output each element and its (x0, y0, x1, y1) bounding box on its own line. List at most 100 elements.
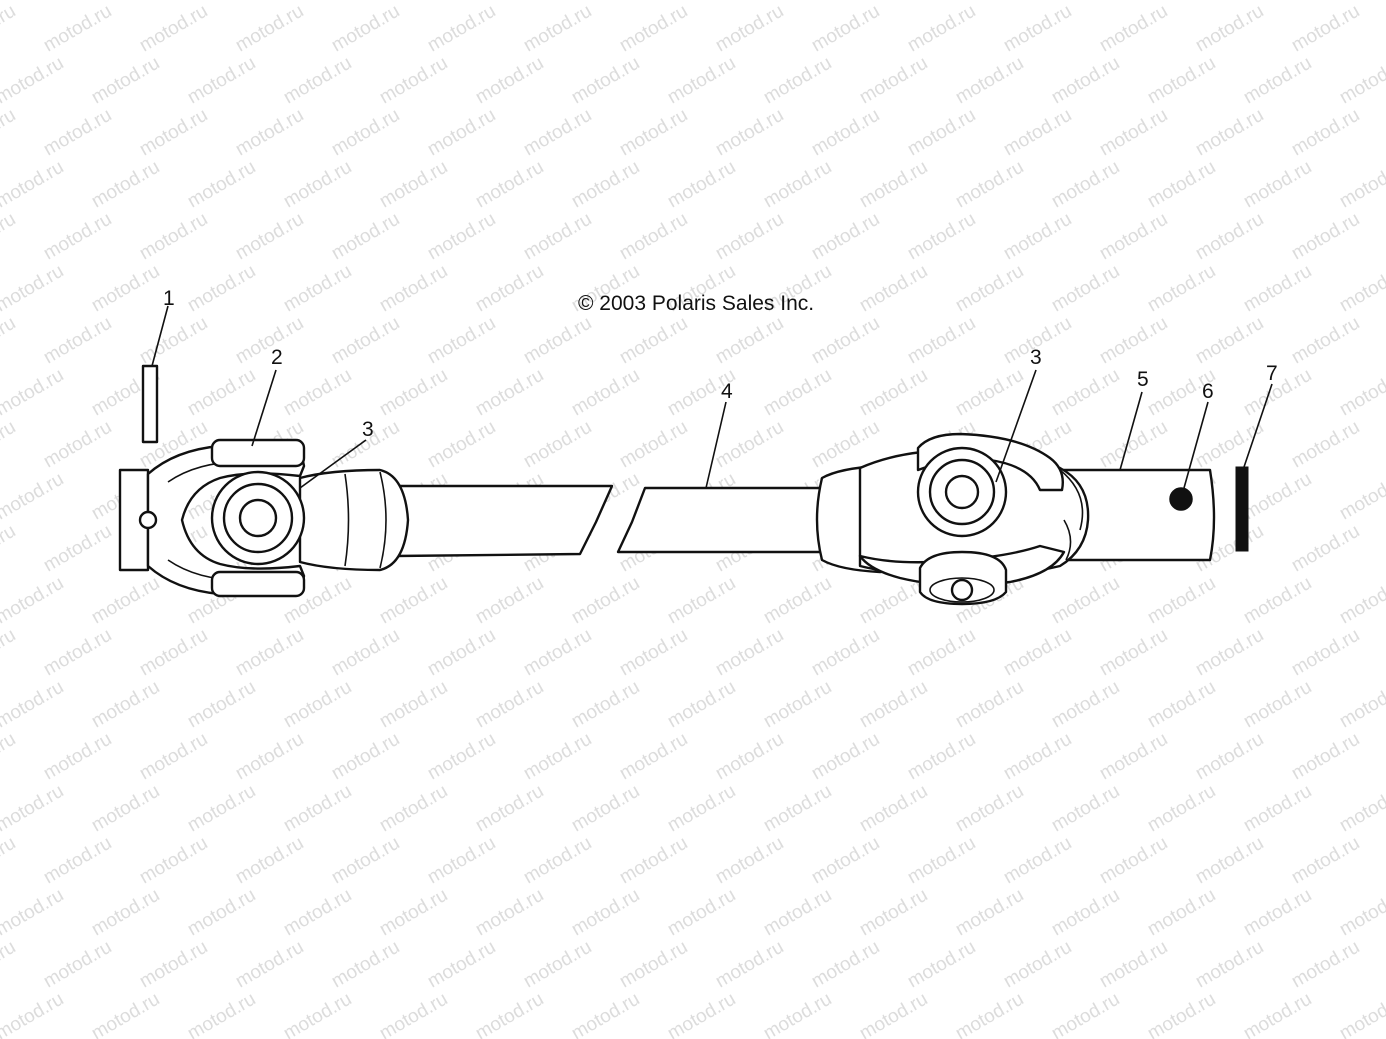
leader-3-right (995, 369, 1037, 483)
watermark-text: motod.ru (472, 261, 547, 317)
watermark-text: motod.ru (952, 781, 1027, 837)
callout-6: 6 (1202, 380, 1214, 403)
watermark-text: motod.ru (328, 105, 403, 161)
watermark-text: motod.ru (280, 885, 355, 941)
watermark-text: motod.ru (1336, 885, 1386, 941)
watermark-text: motod.ru (1144, 53, 1219, 109)
watermark-text: motod.ru (376, 885, 451, 941)
watermark-text: motod.ru (1192, 1, 1267, 57)
watermark-text: motod.ru (40, 625, 115, 681)
watermark-text: motod.ru (1048, 365, 1123, 421)
watermark-text: motod.ru (904, 729, 979, 785)
watermark-text: motod.ru (328, 729, 403, 785)
left-sleeve-groove (344, 473, 350, 567)
watermark-text: motod.ru (0, 781, 67, 837)
watermark-text: motod.ru (1288, 729, 1363, 785)
watermark-text: motod.ru (952, 261, 1027, 317)
watermark-text: motod.ru (904, 833, 979, 889)
watermark-text: motod.ru (712, 313, 787, 369)
watermark-text: motod.ru (808, 833, 883, 889)
watermark-text: motod.ru (760, 573, 835, 629)
watermark-text: motod.ru (808, 729, 883, 785)
shaft-tube-left (393, 484, 614, 558)
watermark-text: motod.ru (760, 365, 835, 421)
watermark-text: motod.ru (520, 417, 595, 473)
watermark-text: motod.ru (328, 833, 403, 889)
watermark-text: motod.ru (1000, 625, 1075, 681)
watermark-text: motod.ru (376, 53, 451, 109)
watermark-text: motod.ru (568, 573, 643, 629)
watermark-text: motod.ru (760, 157, 835, 213)
watermark-text: motod.ru (1144, 573, 1219, 629)
watermark-text: motod.ru (856, 677, 931, 733)
watermark-text: motod.ru (616, 105, 691, 161)
watermark-text: motod.ru (1288, 105, 1363, 161)
watermark-text: motod.ru (1048, 157, 1123, 213)
watermark-text: motod.ru (328, 313, 403, 369)
watermark-text: motod.ru (616, 417, 691, 473)
watermark-text: motod.ru (1288, 937, 1363, 993)
watermark-text: motod.ru (88, 157, 163, 213)
watermark-text: motod.ru (0, 573, 67, 629)
watermark-text: motod.ru (712, 209, 787, 265)
watermark-text: motod.ru (1240, 989, 1315, 1039)
watermark-text: motod.ru (1048, 53, 1123, 109)
watermark-text: motod.ru (0, 157, 67, 213)
watermark-text: motod.ru (1192, 625, 1267, 681)
shaft-tube-right (616, 486, 832, 554)
watermark-text: motod.ru (1336, 365, 1386, 421)
watermark-text: motod.ru (1336, 261, 1386, 317)
watermark-text: motod.ru (952, 157, 1027, 213)
watermark-text: motod.ru (952, 53, 1027, 109)
watermark-text: motod.ru (40, 729, 115, 785)
watermark-text: motod.ru (808, 1, 883, 57)
watermark-text: motod.ru (0, 521, 19, 577)
watermark-text: motod.ru (712, 937, 787, 993)
watermark-text: motod.ru (904, 1, 979, 57)
watermark-text: motod.ru (472, 781, 547, 837)
watermark-text: motod.ru (1096, 105, 1171, 161)
callout-1: 1 (163, 287, 175, 310)
grease-fitting-nut (1169, 487, 1193, 511)
watermark-text: motod.ru (1192, 209, 1267, 265)
watermark-text: motod.ru (472, 157, 547, 213)
watermark-text: motod.ru (1144, 781, 1219, 837)
watermark-text: motod.ru (1144, 677, 1219, 733)
watermark-text: motod.ru (1336, 0, 1386, 4)
watermark-text: motod.ru (232, 1, 307, 57)
watermark-text: motod.ru (1336, 53, 1386, 109)
watermark-text: motod.ru (1096, 729, 1171, 785)
watermark-text: motod.ru (1240, 365, 1315, 421)
watermark-text: motod.ru (0, 989, 67, 1039)
watermark-text: motod.ru (712, 625, 787, 681)
left-bearing-cap-bottom (210, 570, 306, 598)
watermark-text: motod.ru (856, 261, 931, 317)
watermark-text: motod.ru (472, 365, 547, 421)
watermark-text: motod.ru (1192, 937, 1267, 993)
watermark-text: motod.ru (904, 313, 979, 369)
watermark-text: motod.ru (856, 53, 931, 109)
watermark-text: motod.ru (664, 53, 739, 109)
leader-3-left (299, 439, 367, 489)
watermark-text: motod.ru (40, 417, 115, 473)
watermark-text: motod.ru (136, 1, 211, 57)
watermark-text: motod.ru (1336, 573, 1386, 629)
watermark-text: motod.ru (376, 989, 451, 1039)
watermark-text: motod.ru (424, 417, 499, 473)
watermark-text: motod.ru (0, 105, 19, 161)
watermark-text: motod.ru (1096, 625, 1171, 681)
leader-2 (251, 369, 277, 447)
watermark-text: motod.ru (328, 1, 403, 57)
watermark-text: motod.ru (376, 261, 451, 317)
watermark-text: motod.ru (760, 781, 835, 837)
watermark-text: motod.ru (568, 885, 643, 941)
left-bearing-cap-top (210, 438, 306, 468)
watermark-text: motod.ru (1336, 989, 1386, 1039)
watermark-text: motod.ru (616, 729, 691, 785)
watermark-text: motod.ru (616, 313, 691, 369)
watermark-text: motod.ru (568, 157, 643, 213)
leader-7 (1243, 383, 1273, 468)
watermark-text: motod.ru (520, 625, 595, 681)
watermark-text: motod.ru (40, 209, 115, 265)
watermark-text: motod.ru (0, 261, 67, 317)
